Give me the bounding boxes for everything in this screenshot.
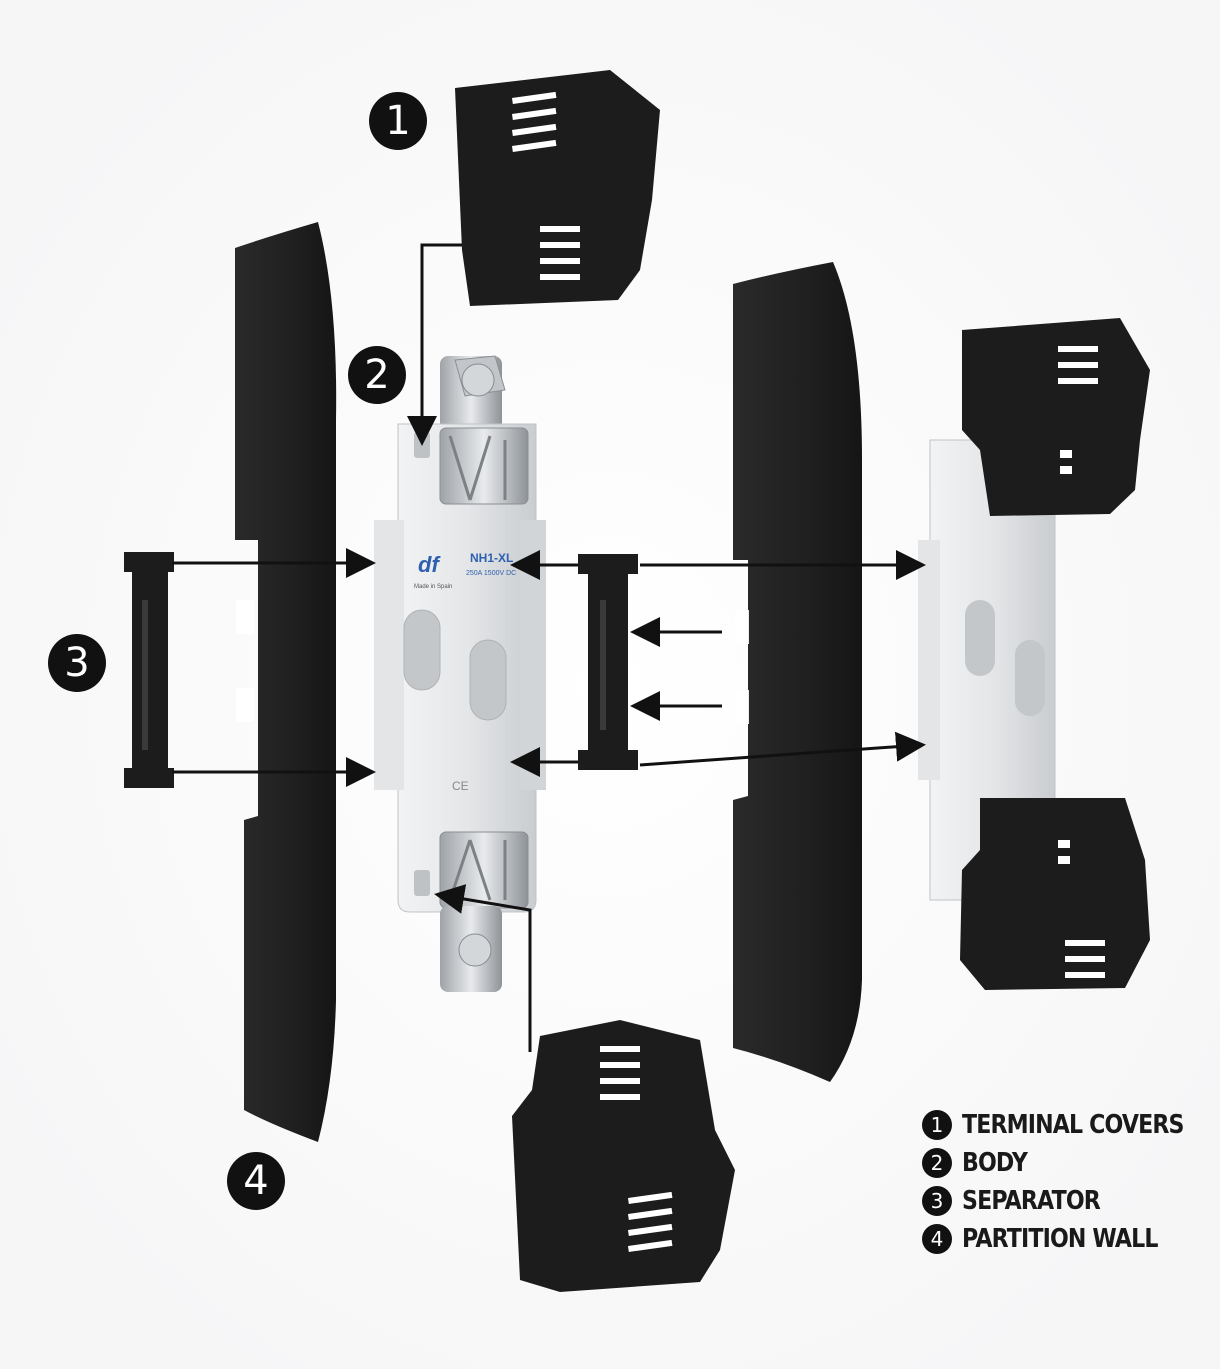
arrow-bottom-cover (434, 884, 532, 1052)
callout-2-badge: 2 (348, 346, 406, 404)
callout-4-badge: 4 (227, 1152, 285, 1210)
made-in-label: Made in Spain (414, 584, 452, 590)
legend-num: 1 (922, 1110, 952, 1140)
legend-num: 3 (922, 1186, 952, 1216)
callout-3-badge: 3 (48, 634, 106, 692)
arrow-right-bottom (639, 731, 926, 767)
ce-mark: CE (452, 779, 469, 793)
legend-label: PARTITION WALL (962, 1224, 1158, 1254)
legend-label: BODY (962, 1148, 1028, 1178)
rating-label: 250A 1500V DC (466, 570, 516, 577)
assembly-arrows (172, 243, 926, 1052)
arrow-top-cover (407, 243, 462, 446)
terminal-cover-right-top (962, 318, 1150, 516)
body-label: df NH1-XL 250A 1500V DC Made in Spain CE (414, 551, 516, 793)
legend-label: TERMINAL COVERS (962, 1110, 1184, 1140)
fuse-base-body-right (918, 439, 1056, 901)
separator-left (124, 552, 174, 788)
terminal-cover-right-bottom (960, 798, 1150, 990)
legend-label: SEPARATOR (962, 1186, 1101, 1216)
legend-num: 4 (922, 1224, 952, 1254)
model-label: NH1-XL (470, 551, 513, 565)
terminal-cover-bottom (512, 1020, 735, 1292)
legend-item-terminal-covers: 1 TERMINAL COVERS (922, 1106, 1212, 1144)
parts-legend: 1 TERMINAL COVERS 2 BODY 3 SEPARATOR 4 P… (922, 1106, 1212, 1258)
legend-item-body: 2 BODY (922, 1144, 1212, 1182)
partition-wall-left (235, 222, 337, 1142)
legend-item-separator: 3 SEPARATOR (922, 1182, 1212, 1220)
legend-item-partition-wall: 4 PARTITION WALL (922, 1220, 1212, 1258)
partition-wall-right (733, 262, 862, 1082)
brand-logo: df (418, 552, 441, 577)
callout-1-badge: 1 (369, 92, 427, 150)
legend-num: 2 (922, 1148, 952, 1178)
fuse-base-body-center (374, 355, 546, 992)
terminal-cover-top (455, 70, 660, 306)
separator-middle (578, 554, 638, 770)
